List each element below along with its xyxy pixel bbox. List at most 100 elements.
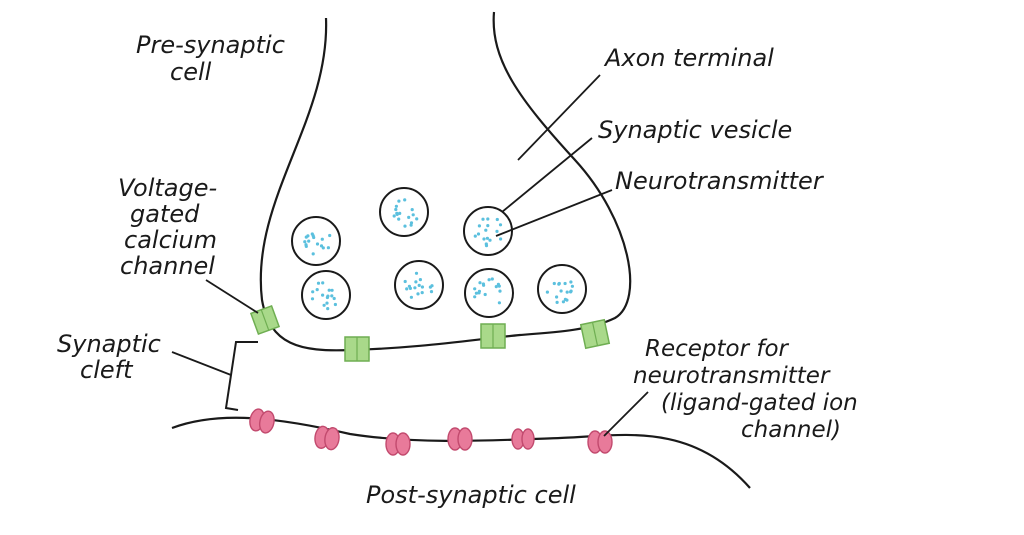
- neurotransmitter-dot: [392, 214, 396, 218]
- neurotransmitter-dot: [330, 294, 334, 298]
- neurotransmitter-dot: [473, 234, 477, 238]
- calcium-channel: [579, 318, 611, 350]
- neurotransmitter-dot: [413, 286, 417, 290]
- neurotransmitter-dot: [557, 281, 561, 286]
- neurotransmitter-dot: [326, 307, 330, 311]
- calcium-channel: [480, 323, 506, 349]
- neurotransmitter-dot: [315, 242, 320, 246]
- label-synaptic-vesicle: Synaptic vesicle: [598, 116, 792, 144]
- neurotransmitter-dot: [395, 211, 399, 215]
- neurotransmitter-dot: [307, 239, 311, 243]
- neurotransmitter-dot: [414, 280, 418, 284]
- neurotransmitter-dot: [326, 294, 330, 298]
- vesicle: [464, 268, 514, 318]
- leader-vgcc: [205, 279, 259, 314]
- neurotransmitter-dot: [333, 302, 337, 307]
- neurotransmitter-dot: [552, 281, 556, 286]
- neurotransmitter-dot: [397, 199, 401, 203]
- neurotransmitter-dot: [403, 198, 407, 202]
- neurotransmitter-dot: [416, 292, 420, 296]
- neurotransmitter-dot: [484, 244, 489, 248]
- leader-synaptic-vesicle: [501, 137, 593, 213]
- neurotransmitter-dot: [497, 301, 501, 305]
- neurotransmitter-dot: [330, 288, 334, 292]
- neurotransmitter-dot: [490, 277, 494, 281]
- neurotransmitter-dot: [410, 208, 414, 212]
- neurotransmitter-dot: [482, 237, 486, 241]
- leader-receptor: [603, 391, 649, 437]
- neurotransmitter-dot: [496, 282, 500, 286]
- neurotransmitter-dot: [321, 281, 325, 285]
- calcium-channel: [344, 336, 370, 362]
- neurotransmitter-dot: [398, 211, 402, 215]
- neurotransmitter-dot: [320, 237, 324, 241]
- neurotransmitter-dot: [310, 232, 314, 236]
- neurotransmitter-dot: [315, 288, 319, 292]
- neurotransmitter-dot: [325, 301, 329, 305]
- neurotransmitter-dot: [495, 217, 499, 222]
- neurotransmitter-dot: [327, 288, 331, 292]
- neurotransmitter-dot: [484, 228, 488, 232]
- vesicle: [537, 264, 587, 314]
- neurotransmitter-dot: [481, 217, 485, 221]
- label-vgcc: Voltage- gated calcium channel: [118, 174, 225, 280]
- neurotransmitter-dot: [326, 246, 330, 250]
- neurotransmitter-dot: [488, 238, 492, 242]
- neurotransmitter-dot: [403, 279, 407, 284]
- leader-axon-terminal: [517, 74, 601, 161]
- vesicle: [463, 206, 513, 256]
- receptor: [249, 408, 275, 434]
- neurotransmitter-dot: [561, 300, 566, 304]
- label-post-synaptic: Post-synaptic cell: [366, 481, 576, 509]
- neurotransmitter-dot: [486, 224, 490, 228]
- neurotransmitter-dot: [478, 281, 482, 285]
- neurotransmitter-dot: [559, 289, 563, 293]
- neurotransmitter-dot: [482, 283, 486, 287]
- neurotransmitter-dot: [565, 298, 569, 302]
- vesicle: [379, 187, 429, 237]
- neurotransmitter-dot: [485, 236, 489, 240]
- neurotransmitter-dot: [487, 278, 491, 282]
- neurotransmitter-dot: [420, 291, 424, 295]
- neurotransmitter-dot: [403, 224, 407, 228]
- neurotransmitter-dot: [477, 224, 481, 228]
- vesicle: [301, 270, 351, 320]
- neurotransmitter-dot: [303, 240, 307, 244]
- neurotransmitter-dot: [321, 293, 325, 297]
- neurotransmitter-dot: [569, 289, 573, 293]
- neurotransmitter-dot: [545, 290, 550, 294]
- neurotransmitter-dot: [494, 285, 498, 289]
- neurotransmitter-dot: [408, 286, 412, 290]
- neurotransmitter-dot: [321, 246, 325, 250]
- neurotransmitter-dot: [555, 295, 559, 299]
- neurotransmitter-dot: [420, 285, 424, 289]
- neurotransmitter-dot: [304, 244, 308, 248]
- neurotransmitter-dot: [418, 278, 422, 282]
- receptor: [314, 425, 340, 451]
- receptor: [511, 428, 535, 450]
- neurotransmitter-dot: [499, 237, 503, 241]
- neurotransmitter-dot: [394, 207, 398, 212]
- neurotransmitter-dot: [429, 290, 434, 294]
- neurotransmitter-dot: [495, 229, 499, 233]
- label-pre-synaptic: Pre-synaptic cell: [136, 31, 293, 86]
- neurotransmitter-dot: [473, 287, 477, 291]
- leader-neurotransmitter: [495, 189, 613, 237]
- neurotransmitter-dot: [498, 223, 503, 227]
- neurotransmitter-dot: [486, 217, 490, 221]
- neurotransmitter-dot: [483, 292, 487, 297]
- label-receptor: Receptor for neurotransmitter (ligand-ga…: [633, 336, 865, 443]
- vesicle: [291, 216, 341, 266]
- neurotransmitter-dot: [397, 217, 401, 221]
- neurotransmitter-dot: [569, 280, 573, 284]
- neurotransmitter-dot: [473, 295, 477, 299]
- neurotransmitter-dot: [498, 289, 502, 293]
- receptor: [385, 432, 411, 456]
- neurotransmitter-dot: [411, 213, 415, 217]
- neurotransmitter-dot: [409, 221, 414, 225]
- neurotransmitter-dot: [332, 296, 336, 301]
- neurotransmitter-dot: [322, 303, 326, 307]
- cleft-bracket: [224, 341, 258, 411]
- receptor: [587, 430, 613, 454]
